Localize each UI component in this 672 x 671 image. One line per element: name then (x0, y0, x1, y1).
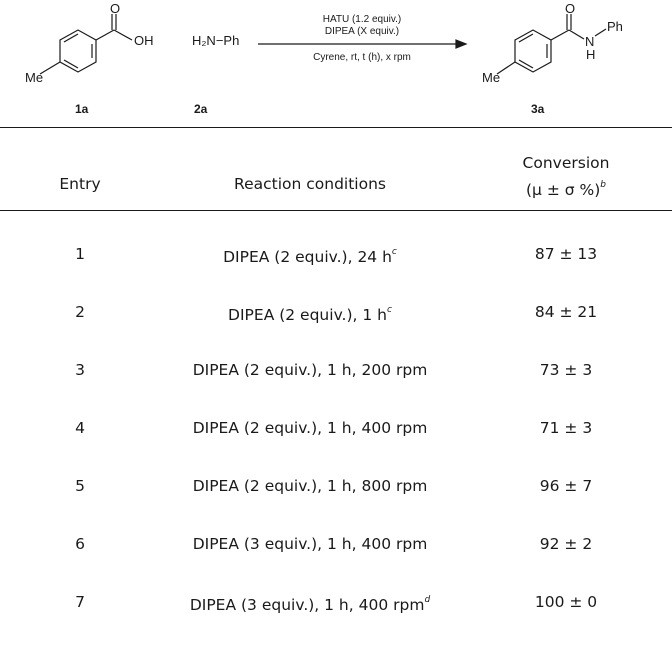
footnote-b: b (600, 180, 606, 190)
oxygen-label-1a: O (110, 1, 120, 16)
reaction-conditions-label: Cyrene, rt, t (h), x rpm (313, 52, 411, 63)
row-entry: 2 (75, 303, 85, 321)
row-footnote: d (424, 595, 431, 605)
hydroxyl-label-1a: OH (134, 33, 154, 48)
row-conditions-text: DIPEA (2 equiv.), 1 h, 800 rpm (192, 477, 428, 495)
row-conditions: DIPEA (2 equiv.), 1 h, 800 rpm (140, 477, 480, 495)
header-reaction-conditions: Reaction conditions (234, 175, 386, 193)
reagent-hatu: HATU (1.2 equiv.) (323, 14, 402, 25)
compound-label-2a: 2a (194, 102, 208, 116)
methyl-label-1a: Me (25, 70, 43, 85)
row-footnote: c (386, 305, 392, 315)
row-conditions-text: DIPEA (2 equiv.), 1 h, 200 rpm (192, 361, 428, 379)
hydrogen-label-3a: H (586, 47, 595, 62)
header-divider (0, 210, 672, 211)
row-entry: 4 (75, 419, 85, 437)
row-entry: 5 (75, 477, 85, 495)
header-conversion-units: (μ ± σ %)b (480, 176, 652, 201)
row-conversion: 92 ± 2 (539, 535, 593, 553)
row-conditions: DIPEA (3 equiv.), 1 h, 400 rpmd (140, 593, 480, 614)
methyl-label-3a: Me (482, 70, 500, 85)
benzene-ring-1a (59, 29, 97, 73)
row-entry: 7 (75, 593, 85, 611)
row-entry: 1 (75, 245, 85, 263)
aniline-formula: H₂N−Ph (192, 33, 239, 48)
header-entry: Entry (59, 175, 101, 193)
phenyl-label-3a: Ph (607, 19, 623, 34)
reaction-scheme: Me O OH 1a H₂N−Ph 2a HATU (1.2 equiv.) D… (25, 1, 623, 116)
benzene-ring-3a (514, 29, 552, 73)
header-conversion-units-text: (μ ± σ %) (526, 181, 601, 200)
oxygen-label-3a: O (565, 1, 575, 16)
carbonyl-bond-1a (95, 29, 115, 41)
row-conditions-text: DIPEA (2 equiv.), 24 h (223, 248, 392, 267)
row-conditions: DIPEA (2 equiv.), 1 h, 200 rpm (140, 361, 480, 379)
row-conversion: 100 ± 0 (534, 593, 598, 611)
row-footnote: c (391, 247, 397, 257)
row-conversion: 84 ± 21 (534, 303, 598, 321)
reagent-dipea: DIPEA (X equiv.) (325, 26, 399, 37)
methyl-bond-3a (496, 61, 516, 75)
scheme-divider (0, 127, 672, 128)
row-conditions: DIPEA (2 equiv.), 1 hc (140, 303, 480, 324)
row-conversion: 71 ± 3 (539, 419, 593, 437)
header-conversion: Conversion (522, 154, 610, 172)
compound-label-3a: 3a (531, 102, 545, 116)
row-conditions-text: DIPEA (3 equiv.), 1 h, 400 rpm (189, 596, 425, 615)
row-conditions: DIPEA (2 equiv.), 1 h, 400 rpm (140, 419, 480, 437)
row-conversion: 96 ± 7 (539, 477, 593, 495)
row-conversion: 73 ± 3 (539, 361, 593, 379)
row-conditions: DIPEA (3 equiv.), 1 h, 400 rpm (140, 535, 480, 553)
compound-label-1a: 1a (75, 102, 89, 116)
carbonyl-bond-3a (550, 29, 570, 41)
nitrogen-label-3a: N (585, 34, 594, 49)
row-conditions-text: DIPEA (2 equiv.), 1 h, 400 rpm (192, 419, 428, 437)
row-conversion: 87 ± 13 (534, 245, 598, 263)
row-entry: 6 (75, 535, 85, 553)
row-conditions: DIPEA (2 equiv.), 24 hc (140, 245, 480, 266)
row-entry: 3 (75, 361, 85, 379)
methyl-bond-1a (39, 61, 61, 75)
row-conditions-text: DIPEA (2 equiv.), 1 h (228, 306, 387, 325)
row-conditions-text: DIPEA (3 equiv.), 1 h, 400 rpm (192, 535, 428, 553)
